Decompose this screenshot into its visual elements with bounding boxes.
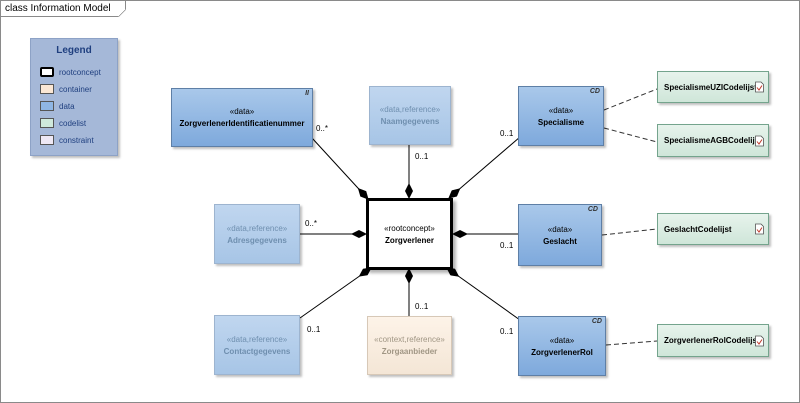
class-stereotype: «data» xyxy=(229,107,255,116)
legend: Legend rootconcept container data codeli… xyxy=(30,38,118,156)
edge-specialisme xyxy=(448,136,521,199)
class-name: Zorgverlener xyxy=(385,235,434,245)
legend-swatch xyxy=(40,67,54,77)
multiplicity-contact: 0..1 xyxy=(307,325,321,334)
document-icon xyxy=(755,223,764,235)
multiplicity-specialisme: 0..1 xyxy=(500,129,514,138)
class-naamgegevens[interactable]: «data,reference» Naamgegevens xyxy=(369,86,451,145)
codelist-specialisme-agb[interactable]: SpecialismeAGBCodelijst xyxy=(657,124,769,157)
edge-rol xyxy=(446,267,521,321)
class-contactgegevens[interactable]: «data,reference» Contactgegevens xyxy=(214,315,300,375)
multiplicity-rol: 0..1 xyxy=(500,327,514,336)
document-icon xyxy=(755,81,764,93)
legend-swatch xyxy=(40,101,54,111)
diagram-title: class Information Model xyxy=(1,1,126,17)
legend-swatch xyxy=(40,135,54,145)
class-stereotype: «data,reference» xyxy=(379,105,441,114)
multiplicity-zorgaanbieder: 0..1 xyxy=(415,302,429,311)
class-stereotype: «rootconcept» xyxy=(384,223,435,233)
multiplicity-naam: 0..1 xyxy=(415,152,429,161)
class-name: ZorgverlenerRol xyxy=(531,347,593,357)
class-tag: II xyxy=(305,90,309,97)
class-stereotype: «data» xyxy=(548,105,574,115)
edge-rol-codelijst xyxy=(605,340,658,346)
multiplicity-identificatie: 0..* xyxy=(316,124,329,133)
codelist-zorgverlener-rol[interactable]: ZorgverlenerRolCodelijst xyxy=(657,324,769,357)
legend-swatch xyxy=(40,84,54,94)
class-tag: CD xyxy=(587,206,598,213)
legend-title: Legend xyxy=(56,45,92,56)
class-name: Specialisme xyxy=(537,117,585,127)
class-name: Contactgegevens xyxy=(223,346,291,356)
edge-identificatie xyxy=(311,137,369,200)
codelist-specialisme-uzi[interactable]: SpecialismeUZICodelijst xyxy=(657,71,769,103)
codelist-name: SpecialismeUZICodelijst xyxy=(664,82,757,92)
edge-contact xyxy=(299,267,372,319)
legend-item-container: container xyxy=(40,84,92,94)
class-geslacht[interactable]: CD «data» Geslacht xyxy=(518,204,602,266)
class-adresgegevens[interactable]: «data,reference» Adresgegevens xyxy=(214,204,300,264)
class-stereotype: «data» xyxy=(547,224,573,234)
class-stereotype: «data,reference» xyxy=(226,334,288,344)
class-name: Zorgaanbieder xyxy=(381,347,438,356)
class-specialisme[interactable]: CD «data» Specialisme xyxy=(518,86,604,146)
codelist-name: GeslachtCodelijst xyxy=(664,224,732,234)
edge-uzi xyxy=(603,88,658,111)
class-stereotype: «context,reference» xyxy=(374,335,445,344)
document-icon xyxy=(755,335,764,346)
multiplicity-geslacht: 0..1 xyxy=(500,241,514,250)
class-zorgaanbieder[interactable]: «context,reference» Zorgaanbieder xyxy=(367,316,452,375)
multiplicity-adres: 0..* xyxy=(305,219,318,228)
codelist-geslacht[interactable]: GeslachtCodelijst xyxy=(657,213,769,245)
legend-item-data: data xyxy=(40,101,75,111)
class-zorgverlener-root[interactable]: «rootconcept» Zorgverlener xyxy=(366,198,453,270)
class-name: Adresgegevens xyxy=(227,235,287,245)
class-name: Geslacht xyxy=(543,236,577,246)
class-stereotype: «data,reference» xyxy=(226,223,288,233)
class-name: ZorgverlenerIdentificatienummer xyxy=(179,119,305,128)
legend-item-codelist: codelist xyxy=(40,118,86,128)
edge-geslacht-codelijst xyxy=(601,228,658,236)
legend-item-constraint: constraint xyxy=(40,135,94,145)
legend-item-rootconcept: rootconcept xyxy=(40,67,101,77)
codelist-name: ZorgverlenerRolCodelijst xyxy=(664,336,760,345)
document-icon xyxy=(755,135,764,146)
class-tag: CD xyxy=(591,318,602,325)
class-zorgverlener-rol[interactable]: CD «data» ZorgverlenerRol xyxy=(518,316,606,376)
class-stereotype: «data» xyxy=(549,335,575,345)
legend-swatch xyxy=(40,118,54,128)
class-name: Naamgegevens xyxy=(380,117,440,126)
codelist-name: SpecialismeAGBCodelijst xyxy=(664,136,762,145)
edge-agb xyxy=(603,127,658,143)
class-zorgverlener-identificatienummer[interactable]: II «data» ZorgverlenerIdentificatienumme… xyxy=(171,88,313,147)
class-tag: CD xyxy=(589,88,600,95)
